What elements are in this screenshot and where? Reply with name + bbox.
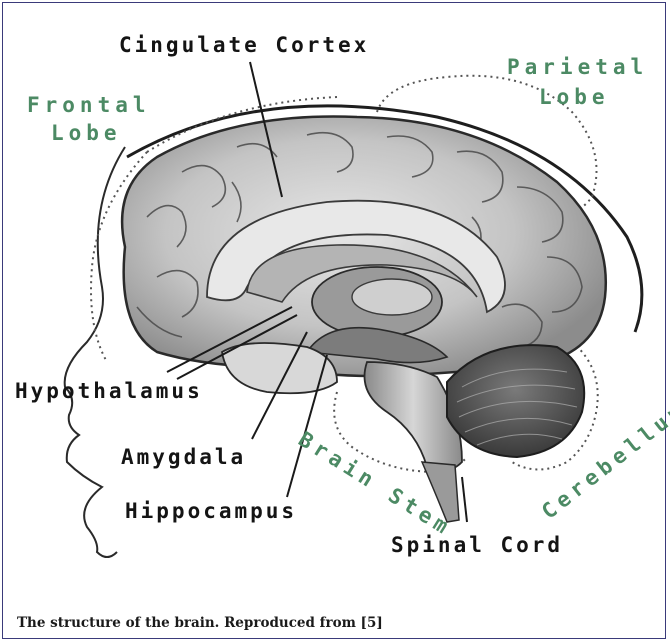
brain-diagram: Cingulate Cortex Frontal Lobe Parietal L… — [7, 7, 667, 607]
figure-caption: The structure of the brain. Reproduced f… — [17, 615, 383, 631]
label-hippocampus: Hippocampus — [125, 499, 297, 523]
label-cingulate-cortex: Cingulate Cortex — [119, 33, 369, 57]
spinal-cord-leader — [462, 477, 467, 522]
label-parietal-lobe-line1: Parietal — [507, 55, 648, 79]
label-amygdala: Amygdala — [121, 445, 246, 469]
label-frontal-lobe-line2: Lobe — [51, 121, 122, 145]
head-outline — [65, 147, 125, 557]
label-spinal-cord: Spinal Cord — [391, 533, 563, 557]
label-hypothalamus: Hypothalamus — [15, 379, 203, 403]
label-frontal-lobe-line1: Frontal — [27, 93, 151, 117]
ventricle — [352, 279, 432, 315]
label-parietal-lobe-line2: Lobe — [539, 85, 610, 109]
